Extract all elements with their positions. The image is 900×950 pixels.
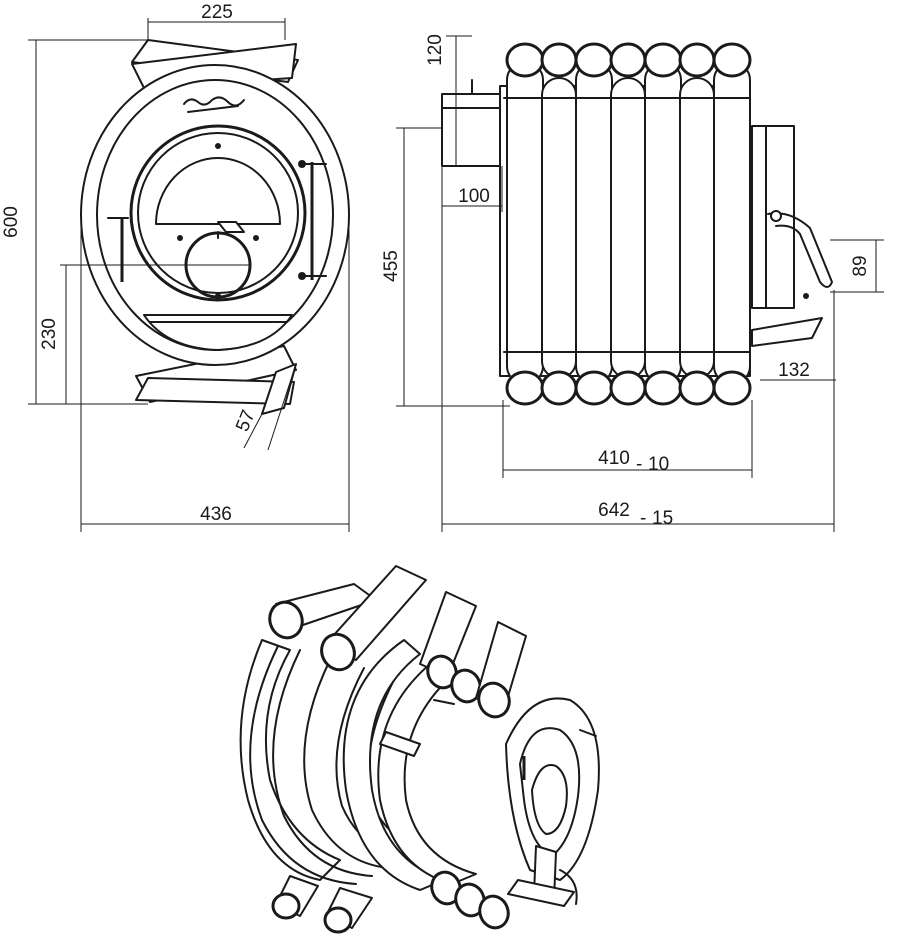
rear-leg-plate — [751, 317, 823, 347]
front-view — [80, 39, 350, 415]
flue-collar — [441, 93, 503, 167]
isometric-view — [239, 565, 600, 934]
tube-1 — [506, 61, 544, 385]
side-view — [441, 42, 833, 406]
dim-436: 436 — [200, 504, 232, 525]
svg-text:-: - — [640, 508, 646, 529]
tube-2 — [541, 77, 577, 379]
front-door-rim — [129, 124, 307, 302]
tube-5 — [644, 61, 682, 385]
dim-642-tolerance: 15 — [652, 508, 673, 529]
dim-100: 100 — [458, 186, 490, 207]
dim-410: 410 — [598, 448, 630, 469]
dim-455: 455 — [381, 250, 402, 282]
tube-4 — [610, 77, 646, 379]
ash-lip — [143, 314, 293, 351]
dim-120: 120 — [425, 34, 446, 66]
dim-410-tolerance: 10 — [648, 454, 669, 475]
bottom-leg-b — [135, 377, 295, 405]
convection-tubes — [503, 42, 752, 406]
rear-handle — [767, 212, 833, 288]
side-dimensions: 120 455 100 89 132 410 - 10 642 - 15 — [381, 34, 884, 532]
tube-6 — [679, 77, 715, 379]
tube-7 — [713, 61, 751, 385]
front-dimensions: 225 600 230 436 57 — [1, 2, 350, 532]
front-window — [155, 157, 281, 225]
dim-230: 230 — [39, 318, 60, 350]
brand-logo — [183, 96, 245, 113]
tube-3 — [575, 61, 613, 385]
dim-89: 89 — [850, 255, 871, 276]
svg-text:-: - — [636, 454, 642, 475]
iso-back-ring — [239, 639, 341, 881]
regulator-lever — [217, 221, 245, 233]
iso-top-pipe-1 — [323, 565, 427, 661]
leg-end — [261, 363, 297, 415]
dim-132: 132 — [778, 360, 810, 381]
dim-642: 642 — [598, 500, 630, 521]
dim-600: 600 — [1, 206, 22, 238]
iso-door-window — [531, 764, 568, 835]
dim-57: 57 — [232, 407, 259, 434]
dim-225: 225 — [201, 2, 233, 23]
